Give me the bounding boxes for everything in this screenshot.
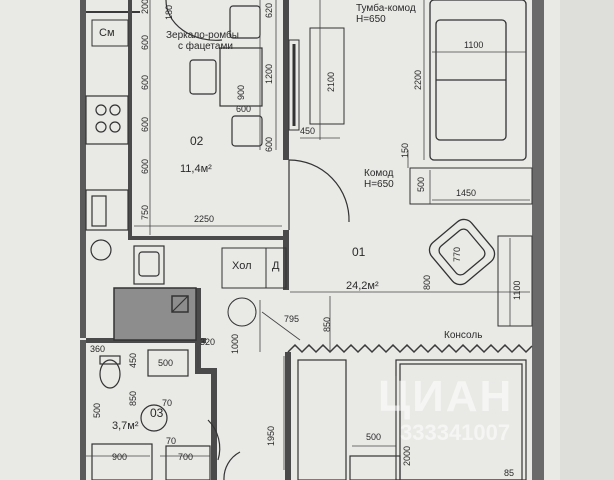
dim-200: 200	[140, 0, 150, 14]
konsol-label: Консоль	[444, 330, 483, 341]
dim-500-a: 500	[416, 176, 426, 192]
sofa	[429, 0, 527, 161]
dim-1100-b: 1100	[512, 280, 522, 300]
dim-770: 770	[452, 246, 462, 262]
dim-180: 180	[164, 4, 174, 20]
room-02-number: 02	[190, 134, 204, 148]
dim-1450: 1450	[456, 188, 477, 198]
kitchen-counter	[85, 95, 165, 285]
komod-height-label: H=650	[364, 179, 394, 190]
komod-unit	[409, 167, 533, 205]
dim-600-f: 600	[264, 136, 274, 152]
dim-500-b: 500	[158, 358, 174, 368]
dim-500-c: 500	[92, 402, 102, 418]
dim-85: 85	[504, 468, 515, 478]
console-unit	[497, 235, 533, 327]
room-02-area: 11,4м²	[180, 163, 212, 175]
dim-2250: 2250	[194, 214, 215, 224]
dim-600-b: 600	[140, 74, 150, 90]
dim-1100-a: 1100	[464, 40, 484, 50]
dim-620: 620	[264, 2, 274, 18]
dim-70-a: 70	[162, 398, 173, 408]
hall-wardrobe	[221, 247, 287, 289]
dim-900-b: 900	[112, 452, 128, 462]
komod-label: Комод	[364, 168, 394, 179]
armchair	[428, 218, 496, 286]
bedroom-furniture	[297, 359, 527, 480]
dim-2000: 2000	[402, 445, 412, 466]
dim-800: 800	[422, 274, 432, 290]
watermark-id: 333341007	[400, 420, 511, 445]
dim-2100: 2100	[326, 71, 336, 92]
dim-700: 700	[178, 452, 194, 462]
dim-450-b: 450	[128, 352, 138, 368]
tumba-height-label: H=650	[356, 14, 386, 25]
dim-600-c: 600	[140, 116, 150, 132]
dim-1000: 1000	[230, 333, 240, 354]
mirror-label-2: с фацетами	[178, 41, 233, 52]
dim-70-b: 70	[166, 436, 177, 446]
dim-360: 360	[90, 344, 106, 354]
dim-500-d: 500	[366, 432, 382, 442]
room-01-area: 24,2м²	[346, 280, 379, 292]
dim-450: 450	[300, 126, 316, 136]
dim-320: 320	[200, 337, 216, 347]
closet-label: См	[99, 27, 115, 39]
dim-750: 750	[140, 204, 150, 220]
room-03-area: 3,7м²	[112, 420, 139, 432]
hall-label: Хол	[232, 260, 252, 272]
dim-600-a: 600	[140, 34, 150, 50]
dim-150: 150	[400, 142, 410, 158]
mirror-label: Зеркало-ромбы	[166, 30, 239, 41]
bathroom-fixtures	[91, 349, 211, 480]
dim-795: 795	[284, 314, 300, 324]
dim-850-a: 850	[322, 316, 332, 332]
dim-900: 900	[236, 84, 246, 100]
dimension-lines	[86, 0, 530, 478]
tumba-label: Тумба-комод	[356, 3, 416, 14]
dim-850-b: 850	[128, 390, 138, 406]
d-label: Д	[272, 260, 280, 272]
closet-box	[91, 19, 129, 47]
dim-600-e: 600	[236, 104, 252, 114]
watermark-logo: ЦИАН	[378, 372, 514, 421]
dim-1200: 1200	[264, 63, 274, 84]
dim-2200: 2200	[413, 69, 423, 90]
tumba-unit	[309, 27, 345, 125]
room-03-number: 03	[150, 406, 164, 420]
dim-1950: 1950	[266, 425, 276, 446]
room-01-number: 01	[352, 245, 366, 259]
dim-600-d: 600	[140, 158, 150, 174]
